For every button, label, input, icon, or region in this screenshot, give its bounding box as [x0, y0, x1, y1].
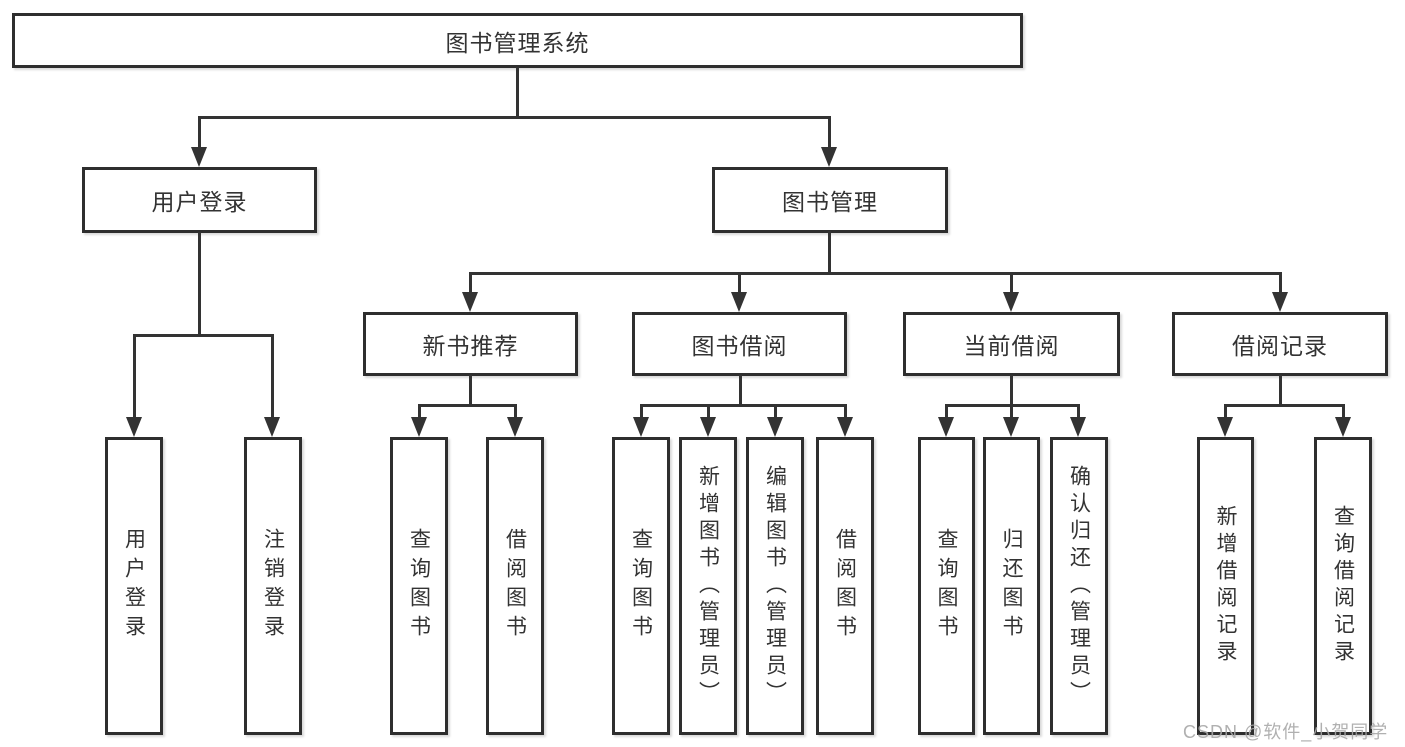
leaf-borrow-add-books-admin: 新增图书（管理员） [679, 437, 737, 735]
leaf-newbook-query-books: 查询图书 [390, 437, 448, 735]
arrow-down-icon [126, 417, 142, 437]
arrow-down-icon [938, 417, 954, 437]
node-root: 图书管理系统 [12, 13, 1023, 68]
leaf-records-add-borrow-record: 新增借阅记录 [1197, 437, 1254, 735]
connector-newbook-leaf1 [418, 404, 421, 420]
connector-newbook-leaf2 [514, 404, 517, 420]
arrow-down-icon [1003, 417, 1019, 437]
connector-to-current-borrowing [1010, 272, 1013, 295]
leaf-borrow-query-books: 查询图书 [612, 437, 670, 735]
connector-user-stem [198, 232, 201, 336]
node-user-login: 用户登录 [82, 167, 317, 233]
connector-records-leaf1 [1224, 404, 1227, 420]
arrow-down-icon [1217, 417, 1233, 437]
arrow-down-icon [411, 417, 427, 437]
leaf-user-logout: 注销登录 [244, 437, 302, 735]
connector-to-leaf-logout [271, 334, 274, 420]
leaf-borrow-borrow-books: 借阅图书 [816, 437, 874, 735]
node-borrowing-records: 借阅记录 [1172, 312, 1388, 376]
connector-borrow-leaf3 [774, 404, 777, 420]
leaf-user-login: 用户登录 [105, 437, 163, 735]
connector-newbook-split [418, 404, 517, 407]
connector-current-leaf1 [945, 404, 948, 420]
connector-bookmgmt-split [469, 272, 1281, 275]
connector-records-leaf2 [1342, 404, 1345, 420]
leaf-current-query-books: 查询图书 [918, 437, 975, 735]
arrow-down-icon [1335, 417, 1351, 437]
connector-to-book-management [828, 116, 831, 152]
connector-current-leaf3 [1077, 404, 1080, 420]
connector-borrow-leaf2 [707, 404, 710, 420]
connector-to-leaf-login [133, 334, 136, 420]
node-new-book-recommendation: 新书推荐 [363, 312, 578, 376]
leaf-current-confirm-return-admin: 确认归还（管理员） [1050, 437, 1108, 735]
arrow-down-icon [821, 147, 837, 167]
node-current-borrowing: 当前借阅 [903, 312, 1120, 376]
leaf-records-query-borrow-record: 查询借阅记录 [1314, 437, 1372, 735]
arrow-down-icon [1070, 417, 1086, 437]
arrow-down-icon [462, 292, 478, 312]
node-book-borrowing: 图书借阅 [632, 312, 847, 376]
connector-bookmgmt-stem [828, 231, 831, 274]
arrow-down-icon [191, 147, 207, 167]
connector-borrow-stem [739, 375, 742, 406]
leaf-borrow-edit-books-admin: 编辑图书（管理员） [746, 437, 804, 735]
connector-records-split [1224, 404, 1344, 407]
connector-current-leaf2 [1010, 404, 1013, 420]
connector-borrow-leaf1 [640, 404, 643, 420]
arrow-down-icon [633, 417, 649, 437]
arrow-down-icon [700, 417, 716, 437]
connector-records-stem [1279, 375, 1282, 406]
leaf-current-return-books: 归还图书 [983, 437, 1040, 735]
connector-root-stem [516, 67, 519, 118]
connector-to-borrowing-records [1279, 272, 1282, 295]
watermark: CSDN @软件_小贺同学 [1183, 722, 1389, 742]
node-book-management: 图书管理 [712, 167, 948, 233]
arrow-down-icon [837, 417, 853, 437]
connector-root-split [198, 116, 831, 119]
connector-user-split [133, 334, 274, 337]
connector-borrow-leaf4 [844, 404, 847, 420]
arrow-down-icon [507, 417, 523, 437]
connector-newbook-stem [469, 375, 472, 406]
connector-to-user-login [198, 116, 201, 152]
connector-to-book-borrowing [738, 272, 741, 295]
arrow-down-icon [1272, 292, 1288, 312]
connector-borrow-split [640, 404, 846, 407]
connector-to-new-book [469, 272, 472, 295]
connector-current-stem [1010, 375, 1013, 406]
arrow-down-icon [1003, 292, 1019, 312]
arrow-down-icon [731, 292, 747, 312]
arrow-down-icon [264, 417, 280, 437]
arrow-down-icon [767, 417, 783, 437]
leaf-newbook-borrow-books: 借阅图书 [486, 437, 544, 735]
